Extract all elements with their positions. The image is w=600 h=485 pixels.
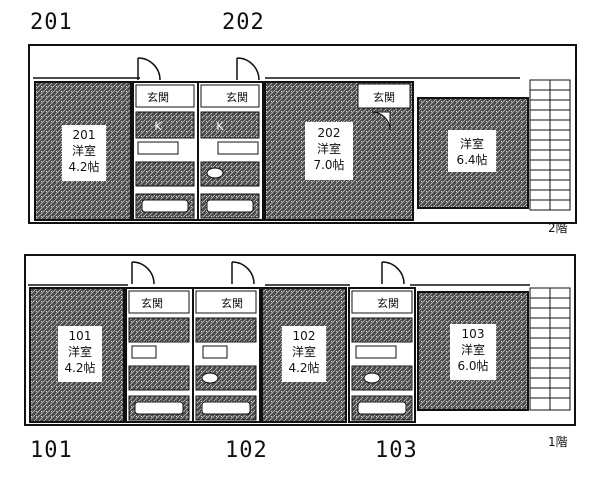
upper-floor: 201 洋室 4.2帖 玄関 玄関 K K (28, 44, 577, 235)
room-101-label-bg (58, 326, 102, 382)
sink-102 (202, 345, 228, 359)
unit-203-room-type: 洋室 (460, 136, 484, 151)
entrance-202-side (357, 83, 411, 109)
entrance-102-label: 玄関 (221, 296, 243, 310)
door-202 (236, 57, 260, 81)
unit-number-202: 202 (222, 10, 265, 35)
kitchen-202 (200, 111, 260, 139)
sink-202 (217, 141, 259, 155)
room-202-label-bg (305, 122, 353, 180)
room-103-label-bg (450, 324, 496, 380)
tub-102 (201, 401, 251, 415)
stairs-upper (529, 79, 571, 211)
unit-202-room-type: 洋室 (317, 141, 341, 156)
entrance-202-side-label: 玄関 (373, 90, 395, 104)
unit-102-size: 4.2帖 (288, 360, 319, 375)
upper-outline (28, 44, 577, 224)
entrance-201 (135, 84, 195, 108)
entrance-201-label: 玄関 (147, 90, 169, 104)
kitchen-102 (195, 317, 257, 343)
room-201-label-bg (62, 125, 106, 181)
sink-103 (355, 345, 397, 359)
toilet-102-bowl (201, 372, 219, 384)
entrance-202-label: 玄関 (226, 90, 248, 104)
unit-201-room-type: 洋室 (72, 143, 96, 158)
entrance-101 (128, 290, 190, 314)
door-103 (381, 261, 405, 285)
unit-number-102: 102 (225, 438, 268, 463)
kitchen-201 (135, 111, 195, 139)
tub-202 (206, 199, 254, 213)
door-swing-202b (371, 111, 391, 131)
wet-core-103 (348, 287, 416, 423)
toilet-202 (206, 167, 224, 179)
room-102-label-bg (282, 326, 326, 382)
unit-103-size: 6.0帖 (457, 358, 488, 373)
kitchen-201-label: K (154, 120, 162, 133)
tub-103 (357, 401, 407, 415)
unit-102-room-type: 洋室 (292, 344, 316, 359)
stairs-lower (529, 287, 571, 411)
floor-label-lower: 1階 (548, 434, 568, 449)
unit-number-201: 201 (30, 10, 73, 35)
door-102 (231, 261, 255, 285)
lower-outline (24, 254, 576, 426)
unit-101-number: 101 (69, 329, 92, 343)
unit-103-room-type: 洋室 (461, 342, 485, 357)
unit-203-size: 6.4帖 (456, 152, 487, 167)
unit-number-101: 101 (30, 438, 73, 463)
sink-201 (137, 141, 179, 155)
tub-201 (141, 199, 189, 213)
unit-201-number: 201 (73, 128, 96, 142)
unit-101-size: 4.2帖 (64, 360, 95, 375)
toilet-103 (363, 372, 381, 384)
entrance-103 (351, 290, 413, 314)
sink-101 (131, 345, 157, 359)
unit-number-103: 103 (375, 438, 418, 463)
entrance-103-label: 玄関 (377, 296, 399, 310)
unit-202-size: 7.0帖 (313, 157, 344, 172)
door-201 (137, 57, 161, 81)
entrance-101-label: 玄関 (141, 296, 163, 310)
unit-202-number: 202 (318, 126, 341, 140)
entrance-102 (195, 290, 257, 314)
room-203-western (417, 97, 529, 209)
lower-floor: 101 洋室 4.2帖 玄関 玄関 (24, 254, 576, 449)
tub-101 (134, 401, 184, 415)
kitchen-202-label: K (216, 120, 224, 133)
washroom-103 (351, 365, 413, 391)
washroom-101 (128, 365, 190, 391)
unit-102-number: 102 (293, 329, 316, 343)
floor-label-upper: 2階 (548, 220, 568, 235)
door-101 (131, 261, 155, 285)
unit-101-room-type: 洋室 (68, 344, 92, 359)
room-203-label-bg (448, 130, 496, 172)
washroom-201 (135, 161, 195, 187)
kitchen-103 (351, 317, 413, 343)
unit-201-size: 4.2帖 (68, 159, 99, 174)
entrance-202 (200, 84, 260, 108)
unit-103-number: 103 (462, 327, 485, 341)
kitchen-101 (128, 317, 190, 343)
